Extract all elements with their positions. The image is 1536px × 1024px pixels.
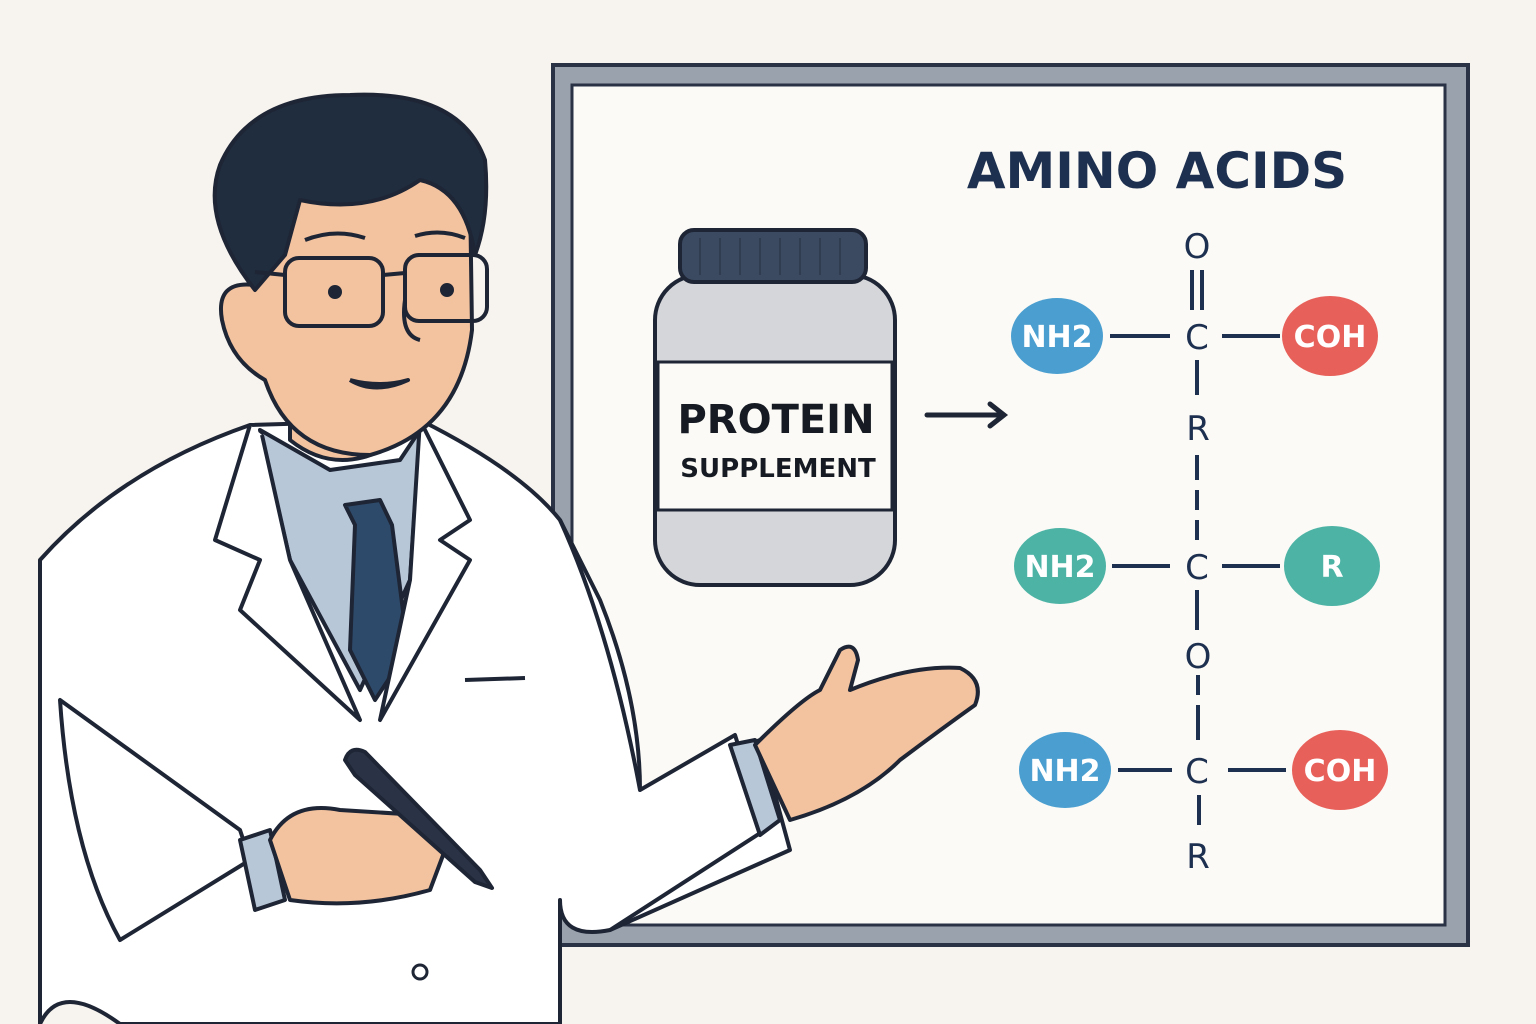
below-group-label: O: [1185, 637, 1212, 677]
below-group-label: R: [1186, 409, 1210, 449]
top-oxygen: O: [1184, 227, 1211, 267]
right-group-label: R: [1320, 550, 1343, 585]
nh2-circle: [1019, 732, 1111, 808]
carbon-label: C: [1185, 548, 1209, 588]
right-group-label: COH: [1294, 320, 1367, 355]
pen-icon: [343, 747, 494, 890]
carbon-label: C: [1185, 752, 1209, 792]
hair: [212, 92, 489, 292]
nh2-circle: [1014, 528, 1106, 604]
open-hand: [753, 644, 980, 822]
below-group-label: R: [1186, 837, 1210, 877]
amino-acid-structure: O: [1110, 227, 1286, 825]
arrow-icon: [924, 401, 1009, 429]
left-group-label: NH2: [1021, 320, 1092, 355]
right-group-circle: [1284, 526, 1380, 606]
board-title: AMINO ACIDS: [967, 142, 1347, 200]
protein-jar: PROTEIN SUPPLEMENT: [653, 228, 897, 587]
jar-label: [656, 360, 894, 512]
right-group-label: COH: [1304, 754, 1377, 789]
right-group-circle: [1282, 296, 1378, 376]
coat-button: [411, 963, 429, 981]
jar-label-line2: SUPPLEMENT: [680, 454, 876, 484]
jar-label-line1: PROTEIN: [677, 397, 874, 443]
left-group-label: NH2: [1024, 550, 1095, 585]
glasses-icon: [254, 253, 489, 328]
jar-lid: [678, 228, 868, 284]
nh2-circle: [1011, 298, 1103, 374]
right-group-circle: [1292, 730, 1388, 810]
left-group-label: NH2: [1029, 754, 1100, 789]
carbon-label: C: [1185, 318, 1209, 358]
